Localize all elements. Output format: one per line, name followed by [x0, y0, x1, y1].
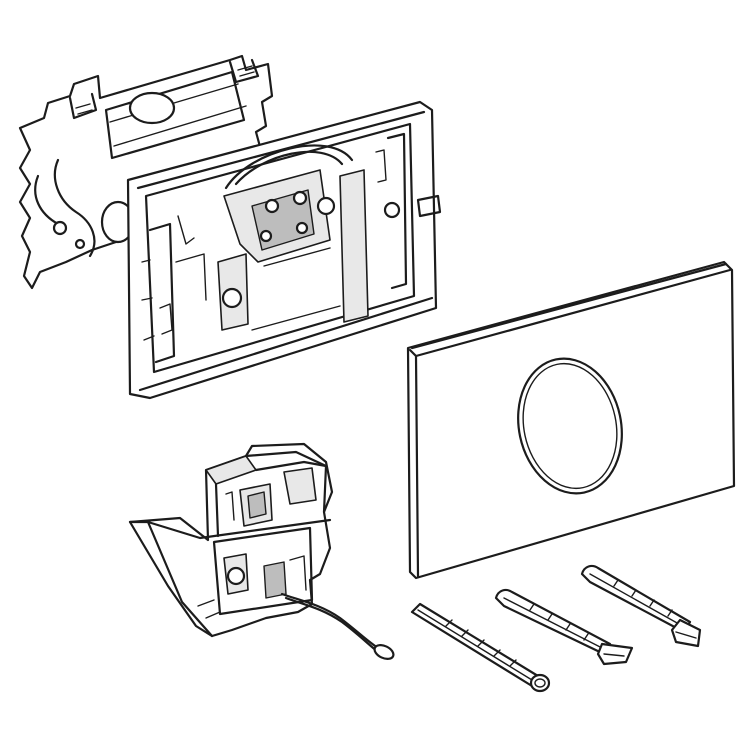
actuator-rod-icon: [580, 564, 702, 648]
sensor-module-icon: [128, 442, 395, 660]
mounting-bracket-icon: [18, 54, 274, 290]
mounting-frame-icon: [126, 100, 442, 400]
actuator-rod-icon: [410, 602, 551, 693]
actuator-plate-icon: [406, 260, 736, 580]
actuator-rod-icon: [494, 588, 634, 666]
